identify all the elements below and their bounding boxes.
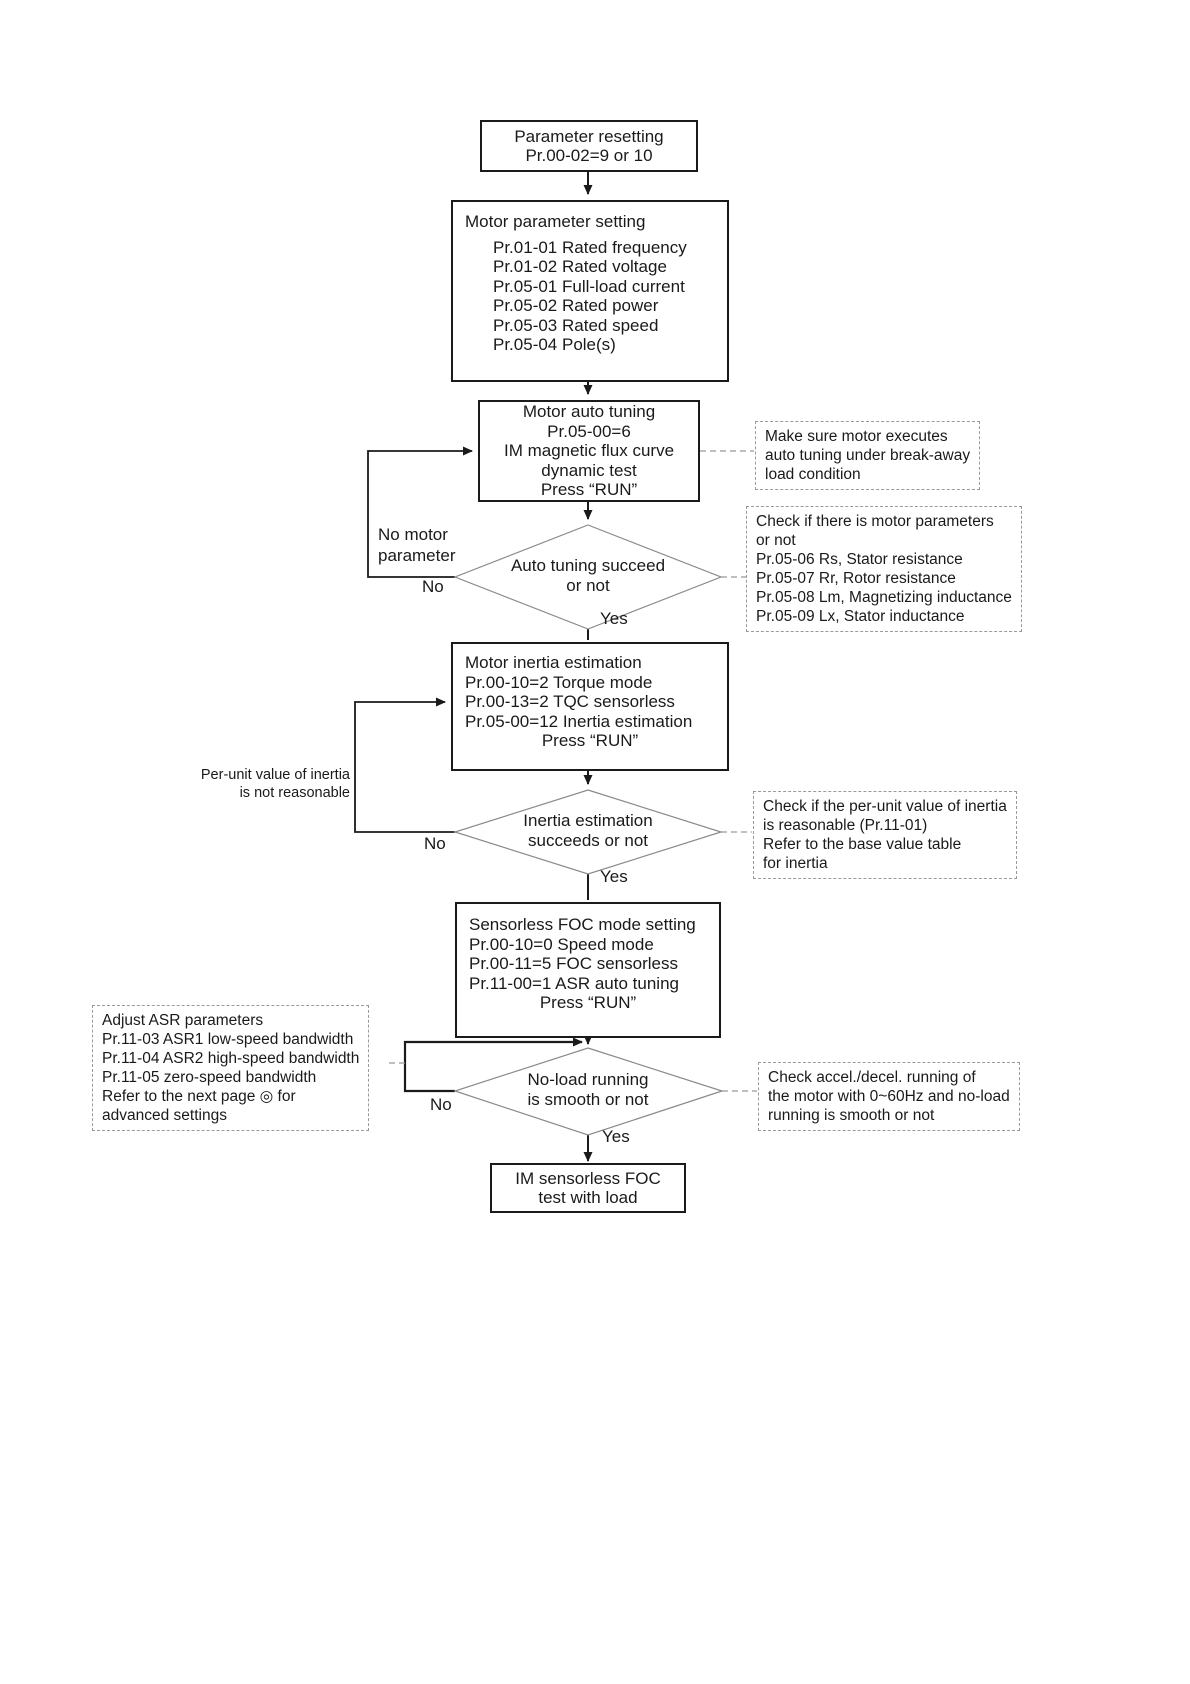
process-line: test with load <box>538 1188 638 1207</box>
decision-no-load-text: No-load running is smooth or not <box>458 1070 718 1110</box>
label-yes-3: Yes <box>602 1127 630 1146</box>
decision-inertia-shape <box>453 789 723 875</box>
note-motor-parameters-check: Check if there is motor parameters or no… <box>746 506 1022 632</box>
note-inertia-check: Check if the per-unit value of inertia i… <box>753 791 1017 879</box>
decision-auto-tuning-shape <box>453 524 723 630</box>
loop-no-motor-parameter <box>367 446 473 578</box>
loop-inertia-not-reasonable <box>354 697 455 833</box>
note-line: or not <box>756 532 796 549</box>
parameter-item: Pr.05-03 Rated speed <box>493 315 659 335</box>
note-line: advanced settings <box>102 1107 227 1124</box>
process-line: Pr.00-10=0 Speed mode <box>469 934 654 954</box>
decision-line: Auto tuning succeed <box>510 556 666 575</box>
process-line: Pr.05-00=6 <box>547 421 631 441</box>
label-no-1: No <box>422 577 444 596</box>
process-im-sensorless-foc-test: IM sensorless FOC test with load <box>490 1163 686 1213</box>
parameter-item: Pr.05-02 Rated power <box>493 296 659 315</box>
process-parameter-resetting: Parameter resetting Pr.00-02=9 or 10 <box>480 120 698 172</box>
note-line: Pr.05-06 Rs, Stator resistance <box>756 551 963 568</box>
label-line: parameter <box>378 546 456 565</box>
note-line: Pr.05-09 Lx, Stator inductance <box>756 608 965 625</box>
decision-line: succeeds or not <box>527 831 648 850</box>
process-line: Press “RUN” <box>541 731 639 750</box>
process-line: Pr.00-10=2 Torque mode <box>465 672 653 692</box>
process-line: Parameter resetting <box>514 126 664 146</box>
label-line: is not reasonable <box>239 785 350 801</box>
note-line: Adjust ASR parameters <box>102 1012 264 1029</box>
process-line: Pr.11-00=1 ASR auto tuning <box>469 973 679 993</box>
label-yes-2: Yes <box>600 867 628 886</box>
process-line: Motor inertia estimation <box>465 653 642 672</box>
label-yes-1: Yes <box>600 609 628 628</box>
decision-inertia-text: Inertia estimation succeeds or not <box>458 811 718 851</box>
decision-line: or not <box>566 576 610 595</box>
note-line: load condition <box>765 466 861 483</box>
note-line: Pr.11-03 ASR1 low-speed bandwidth <box>102 1031 354 1048</box>
process-line: IM magnetic flux curve <box>503 441 675 461</box>
process-line: Pr.00-11=5 FOC sensorless <box>469 954 678 973</box>
note-line: Pr.05-08 Lm, Magnetizing inductance <box>756 589 1012 606</box>
decision-line: is smooth or not <box>527 1090 649 1109</box>
decision-no-load-shape <box>453 1047 724 1136</box>
loop-no-load-adjust-asr <box>403 1037 583 1093</box>
process-line: IM sensorless FOC <box>515 1168 661 1188</box>
process-line: Pr.00-02=9 or 10 <box>525 146 653 165</box>
decision-line: No-load running <box>527 1070 649 1089</box>
note-line: Check if the per-unit value of inertia <box>763 798 1007 815</box>
decision-line: Inertia estimation <box>523 811 653 830</box>
parameter-item: Pr.01-02 Rated voltage <box>493 257 667 276</box>
note-line: Pr.05-07 Rr, Rotor resistance <box>756 570 956 587</box>
note-line: Make sure motor executes <box>765 428 948 445</box>
parameter-item: Pr.01-01 Rated frequency <box>493 237 687 257</box>
note-line: the motor with 0~60Hz and no-load <box>768 1088 1010 1105</box>
note-line: Refer to the base value table <box>763 836 962 853</box>
label-no-3: No <box>430 1095 452 1114</box>
note-auto-tuning-condition: Make sure motor executes auto tuning und… <box>755 421 981 490</box>
label-no-2: No <box>424 834 446 853</box>
note-line: running is smooth or not <box>768 1107 935 1124</box>
process-line: Press “RUN” <box>540 480 638 500</box>
process-line: dynamic test <box>541 460 637 480</box>
note-line: for inertia <box>763 855 828 872</box>
note-line: auto tuning under break-away <box>765 447 971 464</box>
label-line: No motor <box>378 525 448 544</box>
parameter-item: Pr.05-01 Full-load current <box>493 276 685 296</box>
note-line: Pr.11-05 zero-speed bandwidth <box>102 1069 317 1086</box>
process-title: Motor parameter setting <box>465 212 646 231</box>
note-line: Check if there is motor parameters <box>756 513 994 530</box>
note-adjust-asr: Adjust ASR parameters Pr.11-03 ASR1 low-… <box>92 1005 370 1131</box>
process-line: Sensorless FOC mode setting <box>469 915 696 934</box>
process-motor-inertia-estimation: Motor inertia estimation Pr.00-10=2 Torq… <box>451 642 729 771</box>
note-line: is reasonable (Pr.11-01) <box>763 817 928 834</box>
label-per-unit-inertia: Per-unit value of inertia is not reasona… <box>150 766 350 802</box>
process-line: Pr.00-13=2 TQC sensorless <box>465 692 675 711</box>
note-line: Refer to the next page ◎ for <box>102 1088 296 1105</box>
label-no-motor-parameter: No motor parameter <box>378 524 455 566</box>
process-line: Pr.05-00=12 Inertia estimation <box>465 711 693 731</box>
process-line: Motor auto tuning <box>522 402 656 422</box>
process-motor-parameter-setting: Motor parameter setting Pr.01-01 Rated f… <box>451 200 729 382</box>
process-sensorless-foc-mode-setting: Sensorless FOC mode setting Pr.00-10=0 S… <box>455 902 721 1038</box>
note-accel-decel-check: Check accel./decel. running of the motor… <box>758 1062 1020 1131</box>
parameter-item: Pr.05-04 Pole(s) <box>493 335 616 354</box>
decision-auto-tuning-text: Auto tuning succeed or not <box>458 556 718 596</box>
label-line: Per-unit value of inertia <box>200 767 350 783</box>
note-line: Pr.11-04 ASR2 high-speed bandwidth <box>102 1050 360 1067</box>
process-motor-auto-tuning: Motor auto tuning Pr.05-00=6 IM magnetic… <box>478 400 700 502</box>
note-line: Check accel./decel. running of <box>768 1069 976 1086</box>
process-line: Press “RUN” <box>539 993 637 1012</box>
